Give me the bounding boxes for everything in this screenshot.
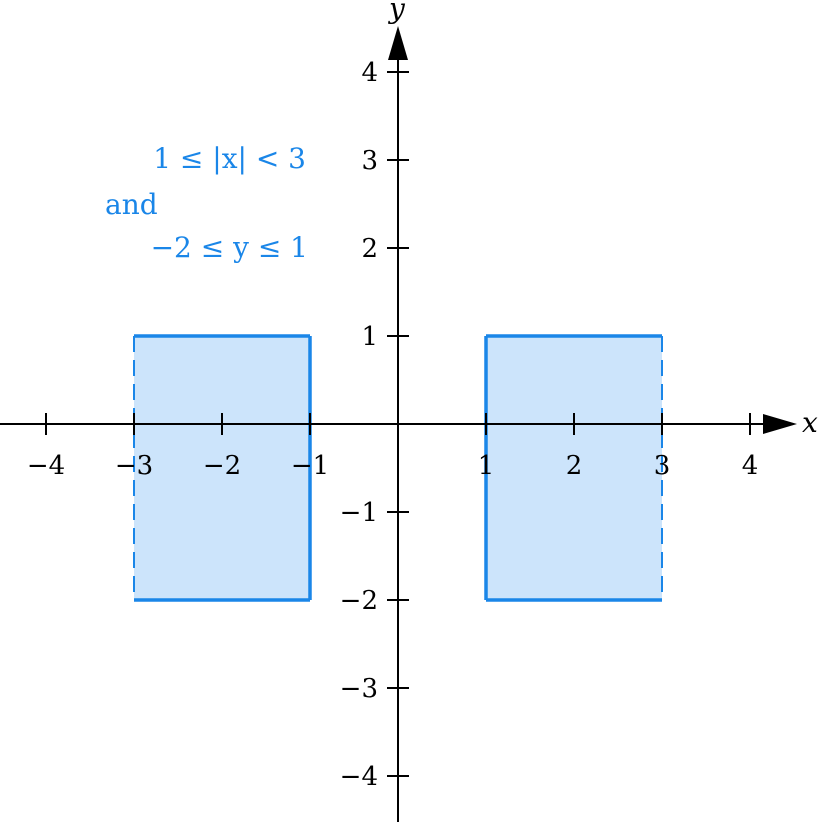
x-tick-label: 1 (478, 451, 495, 481)
y-tick-label: 1 (361, 322, 378, 352)
x-tick-label: −3 (115, 451, 153, 481)
x-tick-label: 2 (566, 451, 583, 481)
y-tick-label: −1 (340, 498, 378, 528)
x-axis-arrowhead (763, 414, 797, 434)
x-tick-label: −4 (27, 451, 65, 481)
annotation-line-1: 1 ≤ |x| < 3 (153, 142, 306, 175)
y-tick-label: −4 (340, 762, 378, 792)
x-tick-label: 3 (654, 451, 671, 481)
region-fill-2 (486, 336, 662, 600)
ticks-layer: −4 −3 −2 −1 1 2 3 4 −4 −3 −2 −1 1 2 3 4 (27, 58, 758, 792)
y-tick-label: 3 (361, 146, 378, 176)
y-tick-label: −3 (340, 674, 378, 704)
regions-layer (133, 334, 663, 602)
condition-annotation: 1 ≤ |x| < 3 and −2 ≤ y ≤ 1 (105, 142, 308, 264)
region-fill-1 (134, 336, 310, 600)
y-tick-label: 4 (361, 58, 378, 88)
x-tick-label: −2 (203, 451, 241, 481)
y-tick-label: 2 (361, 234, 378, 264)
annotation-line-2: and (105, 188, 158, 221)
y-axis-arrowhead (388, 26, 408, 60)
x-axis-label: x (802, 406, 818, 439)
y-axis-label: y (387, 0, 406, 25)
annotation-line-3: −2 ≤ y ≤ 1 (151, 231, 308, 264)
y-tick-label: −2 (340, 586, 378, 616)
x-tick-label: −1 (291, 451, 329, 481)
x-tick-label: 4 (742, 451, 759, 481)
